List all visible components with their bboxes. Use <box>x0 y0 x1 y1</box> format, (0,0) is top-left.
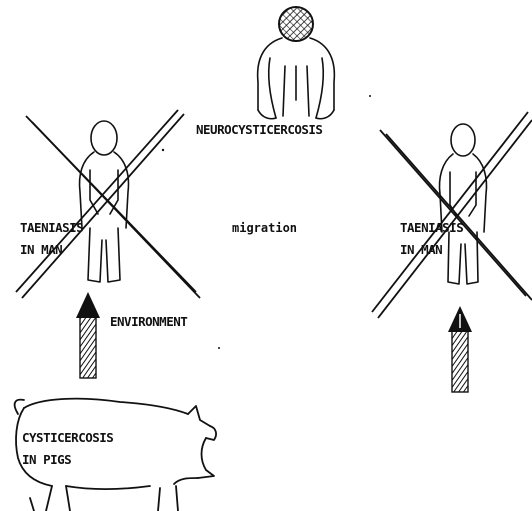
right-taeniasis-label-line1: TAENIASIS <box>400 220 463 235</box>
pig-cysticercosis-label-line1: CYSTICERCOSIS <box>22 430 113 445</box>
right-cross-out <box>372 112 532 318</box>
left-taeniasis-label-line2: IN MAN <box>20 242 62 257</box>
brain-lesion-head <box>279 7 313 41</box>
environment-label: ENVIRONMENT <box>110 314 187 329</box>
right-taeniasis-label-line2: IN MAN <box>400 242 442 257</box>
migration-label: migration <box>232 221 297 235</box>
pig-cysticercosis-label-line2: IN PIGS <box>22 452 71 467</box>
left-man-figure <box>80 121 129 282</box>
neurocysticercosis-label: NEUROCYSTICERCOSIS <box>196 122 322 137</box>
right-upward-arrow <box>448 306 472 392</box>
left-taeniasis-label-line1: TAENIASIS <box>20 220 83 235</box>
neuro-person-figure <box>258 7 335 119</box>
left-upward-arrow <box>76 292 100 378</box>
